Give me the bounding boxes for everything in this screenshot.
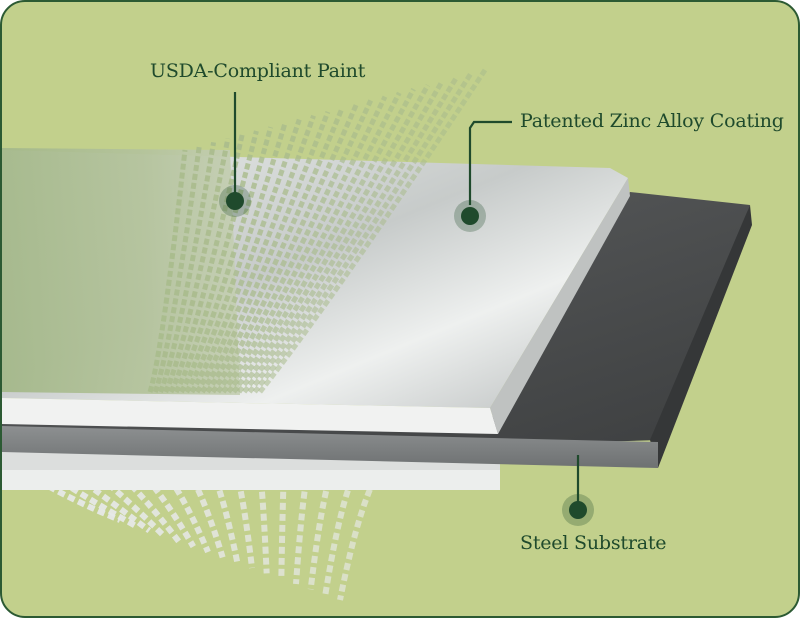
lower-strand [161,468,211,554]
paint-strand [231,87,416,394]
zinc-coating-front [2,398,498,434]
paint-strand [205,107,345,394]
zinc-coating-side [490,178,630,434]
paint-strand [189,118,302,394]
paint-strand [252,72,473,394]
lower-strand [185,468,226,559]
zinc-callout-label: Patented Zinc Alloy Coating [520,110,784,132]
lower-strand [307,468,335,590]
bottom-zinc-layer-edge [2,470,500,490]
callout-lines [233,92,580,502]
paint-strand [237,84,431,394]
paint-strand [226,91,402,394]
paint-marker [219,185,251,217]
steel-marker [562,494,594,526]
paint-strand [179,126,274,394]
zinc-callout-line [468,120,512,205]
paint-strand [221,95,388,394]
lower-strand [90,467,167,539]
lower-strand [257,469,270,574]
lower-strand [293,469,311,585]
upper-paint-fringe [147,68,488,394]
paint-strand [210,103,359,394]
lower-strand [322,468,359,596]
paint-strand [258,68,488,394]
lower-strand [337,468,383,601]
lower-strand [66,467,152,534]
paint-strand [242,80,445,394]
paint-callout-label: USDA-Compliant Paint [150,60,366,82]
steel-substrate-top [2,192,750,445]
steel-substrate-front [2,426,658,468]
paint-strand [195,114,316,394]
paint-strand [152,145,202,393]
paint-strand [216,99,373,394]
lower-strand [278,469,287,579]
lower-strand [113,467,182,544]
paint-strand [147,149,188,393]
paint-strand [163,138,231,394]
paint-strand [168,134,245,394]
paint-strand [200,111,331,394]
paint-strand [158,141,217,393]
zinc-marker [454,200,486,232]
paint-strand [173,130,259,394]
steel-callout-label: Steel Substrate [520,532,667,554]
paint-strand [184,122,288,394]
steel-substrate-side [650,205,752,468]
paint-strand [247,76,459,394]
lower-strand [137,468,196,549]
